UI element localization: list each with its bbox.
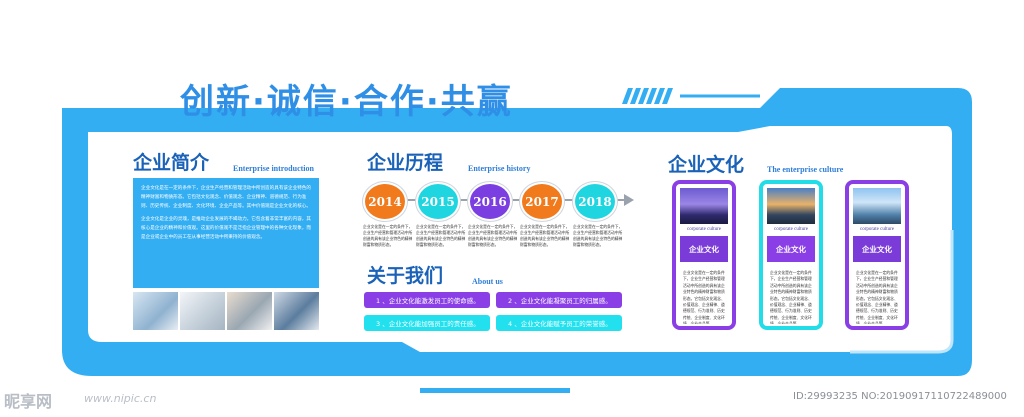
about-item-2: 2 、企业文化能凝聚员工的归属感。 bbox=[496, 292, 622, 308]
timeline-year-text: 企业文化是在一定的条件下，企业生产经营和管理活动中所创造的具有该企业特色的精神财… bbox=[416, 224, 466, 247]
intro-title: 企业简介 bbox=[133, 152, 210, 174]
culture-card: corporate culture 企业文化 企业文化是在一定的条件下，企业生产… bbox=[759, 180, 823, 330]
about-item-1: 1 、企业文化能激发员工的使命感。 bbox=[364, 292, 490, 308]
team-photo bbox=[227, 292, 272, 330]
culture-title: 企业文化 bbox=[668, 154, 745, 176]
timeline-year-2014: 2014 bbox=[363, 182, 407, 221]
timeline-year-2015: 2015 bbox=[416, 182, 460, 221]
city-skyline-photo bbox=[767, 188, 815, 224]
culture-card-label: 企业文化 bbox=[853, 236, 901, 262]
city-skyline-photo bbox=[680, 188, 728, 224]
history-title: 企业历程 bbox=[367, 152, 444, 174]
team-photo bbox=[180, 292, 225, 330]
timeline-year-text: 企业文化是在一定的条件下，企业生产经营和管理活动中所创造的具有该企业特色的精神财… bbox=[363, 224, 413, 247]
watermark-url: www.nipic.cn bbox=[84, 392, 157, 405]
culture-card-label: 企业文化 bbox=[767, 236, 815, 262]
slogan-heading: 创新·诚信·合作·共赢 bbox=[180, 82, 513, 122]
about-title: 关于我们 bbox=[367, 265, 444, 287]
culture-card-en: corporate culture bbox=[773, 227, 808, 232]
culture-card: corporate culture 企业文化 企业文化是在一定的条件下，企业生产… bbox=[845, 180, 909, 330]
culture-card-en: corporate culture bbox=[859, 227, 894, 232]
timeline-year-text: 企业文化是在一定的条件下，企业生产经营和管理活动中所创造的具有该企业特色的精神财… bbox=[520, 224, 570, 247]
timeline-year-2018: 2018 bbox=[573, 182, 617, 221]
team-photo bbox=[274, 292, 319, 330]
culture-subtitle: The enterprise culture bbox=[767, 165, 844, 174]
intro-photo-strip bbox=[133, 292, 319, 330]
culture-card: corporate culture 企业文化 企业文化是在一定的条件下，企业生产… bbox=[672, 180, 736, 330]
culture-card-label: 企业文化 bbox=[680, 236, 728, 262]
timeline-year-2016: 2016 bbox=[468, 182, 512, 221]
about-item-3: 3 、企业文化能加强员工的责任感。 bbox=[364, 315, 490, 331]
history-subtitle: Enterprise history bbox=[468, 164, 531, 173]
intro-paragraph: 企业文化是在一定的条件下，企业生产经营和管理活动中所创造的具有该企业特色的精神财… bbox=[141, 186, 311, 209]
timeline-arrow-icon bbox=[624, 194, 634, 206]
intro-paragraph: 企业文化是企业的灵魂，是推动企业发展的不竭动力。它包含着非常丰富的内容，其核心是… bbox=[141, 217, 311, 240]
city-skyline-photo bbox=[853, 188, 901, 224]
watermark-id: ID:29993235 NO:20190917110722489000 bbox=[793, 391, 1007, 402]
watermark-brand: 昵享网 bbox=[4, 392, 53, 411]
intro-text-box: 企业文化是在一定的条件下，企业生产经营和管理活动中所创造的具有该企业特色的精神财… bbox=[133, 178, 319, 288]
timeline-year-2017: 2017 bbox=[520, 182, 564, 221]
intro-subtitle: Enterprise introduction bbox=[233, 164, 314, 173]
about-subtitle: About us bbox=[472, 277, 503, 286]
culture-card-text: 企业文化是在一定的条件下，企业生产经营和管理活动中所创造的具有该企业特色的精神财… bbox=[856, 270, 898, 324]
culture-card-text: 企业文化是在一定的条件下，企业生产经营和管理活动中所创造的具有该企业特色的精神财… bbox=[683, 270, 725, 324]
culture-card-text: 企业文化是在一定的条件下，企业生产经营和管理活动中所创造的具有该企业特色的精神财… bbox=[770, 270, 812, 324]
culture-card-en: corporate culture bbox=[686, 227, 721, 232]
about-item-4: 4 、企业文化能赋予员工的荣誉感。 bbox=[496, 315, 622, 331]
timeline-year-text: 企业文化是在一定的条件下，企业生产经营和管理活动中所创造的具有该企业特色的精神财… bbox=[573, 224, 623, 247]
timeline-year-text: 企业文化是在一定的条件下，企业生产经营和管理活动中所创造的具有该企业特色的精神财… bbox=[468, 224, 518, 247]
team-photo bbox=[133, 292, 178, 330]
